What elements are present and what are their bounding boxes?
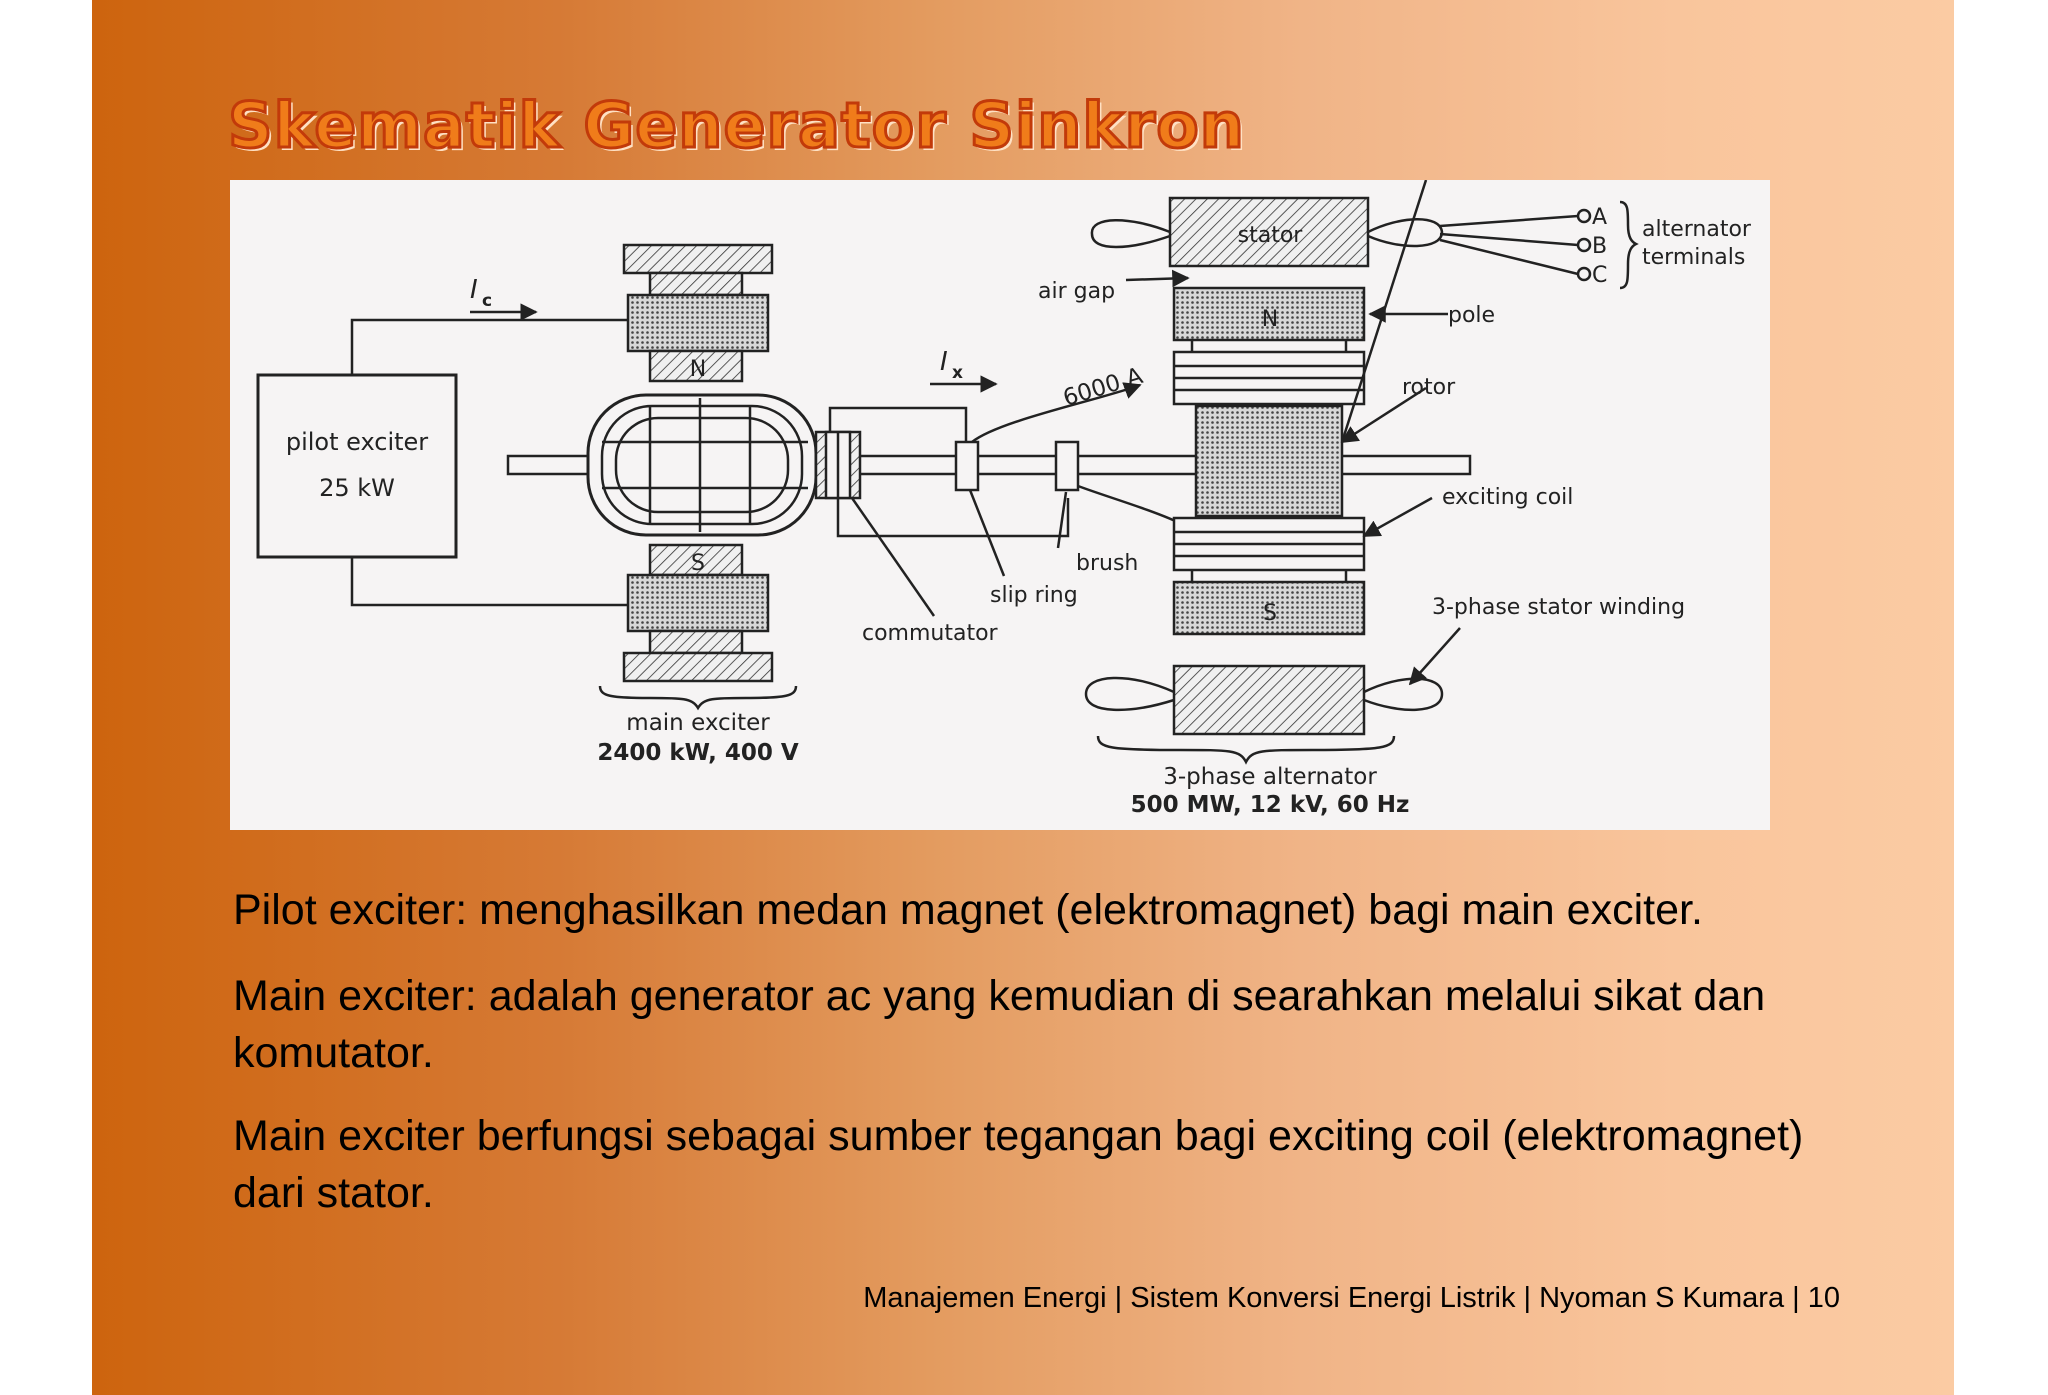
air-gap-label: air gap bbox=[1038, 279, 1115, 304]
slide-footer: Manajemen Energi | Sistem Konversi Energ… bbox=[863, 1282, 1840, 1314]
current-ix-symbol: I bbox=[940, 347, 948, 377]
commutator-label: commutator bbox=[862, 621, 999, 646]
pole-label: pole bbox=[1448, 303, 1495, 328]
alternator-terminals-label-1: alternator bbox=[1642, 217, 1752, 242]
paragraph-main-exciter-function: Main exciter berfungsi sebagai sumber te… bbox=[233, 1112, 1804, 1217]
generator-schematic-diagram: pilot exciter 25 kW I c I x N S N S 6000… bbox=[230, 180, 1770, 830]
stator-label: stator bbox=[1238, 223, 1304, 248]
exciter-pole-s: S bbox=[691, 551, 705, 576]
alternator-terminals-label-2: terminals bbox=[1642, 245, 1745, 270]
terminal-c: C bbox=[1592, 263, 1607, 288]
paragraph-main-exciter: Main exciter: adalah generator ac yang k… bbox=[233, 972, 1766, 1077]
alternator-stator-bottom bbox=[1172, 664, 1366, 736]
current-ix-subscript: x bbox=[952, 363, 963, 383]
current-ic-symbol: I bbox=[470, 275, 478, 305]
pilot-exciter-box bbox=[256, 373, 458, 559]
stator-winding-label: 3-phase stator winding bbox=[1432, 595, 1685, 620]
pilot-exciter-rating: 25 kW bbox=[319, 474, 395, 502]
alternator-label: 3-phase alternator bbox=[1163, 764, 1377, 790]
alternator-stator-top bbox=[1168, 196, 1370, 268]
terminal-a: A bbox=[1592, 205, 1607, 230]
main-exciter-label: main exciter bbox=[626, 710, 770, 736]
current-ic-subscript: c bbox=[482, 291, 492, 311]
alternator-pole-n-label: N bbox=[1262, 307, 1278, 332]
alternator-pole-s bbox=[1172, 580, 1366, 636]
brush-label: brush bbox=[1076, 551, 1138, 576]
exciting-coil-label: exciting coil bbox=[1442, 485, 1573, 510]
paragraph-pilot-exciter: Pilot exciter: menghasilkan medan magnet… bbox=[233, 886, 1703, 934]
rotor-label: rotor bbox=[1402, 375, 1456, 400]
slip-ring-2 bbox=[1054, 440, 1080, 492]
exciter-pole-n: N bbox=[690, 357, 706, 382]
alternator-rating: 500 MW, 12 kV, 60 Hz bbox=[1131, 792, 1410, 818]
slide: Skematik Generator Sinkron bbox=[92, 0, 1954, 1395]
alternator-rotor bbox=[1194, 404, 1344, 518]
alternator-pole-n bbox=[1172, 286, 1366, 342]
slide-title: Skematik Generator Sinkron bbox=[227, 88, 1246, 164]
slip-ring-label: slip ring bbox=[990, 583, 1078, 608]
terminal-b: B bbox=[1592, 234, 1607, 259]
main-exciter-rating: 2400 kW, 400 V bbox=[597, 740, 799, 766]
pilot-exciter-label: pilot exciter bbox=[286, 428, 428, 456]
current-value-label: 6000 A bbox=[1060, 363, 1146, 412]
slip-ring-1 bbox=[954, 440, 980, 492]
alternator-pole-s-label: S bbox=[1263, 601, 1277, 626]
